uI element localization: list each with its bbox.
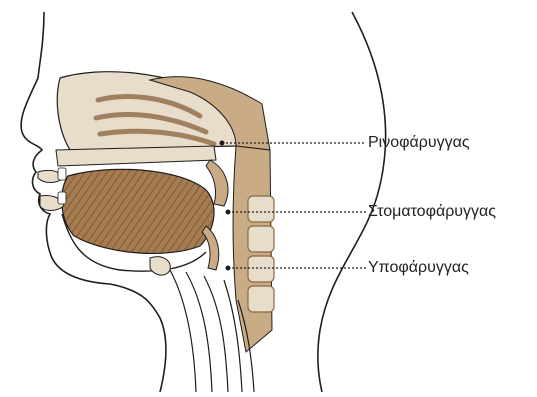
- tooth: [58, 192, 66, 204]
- oropharynx-marker: [226, 210, 231, 215]
- vertebra: [248, 226, 274, 252]
- epiglottis: [202, 226, 219, 270]
- hypopharynx-label: Υποφάρυγγας: [368, 260, 469, 276]
- nasopharynx-label: Ρινοφάρυγγας: [368, 135, 470, 151]
- hypopharynx-marker: [226, 266, 231, 271]
- vertebra: [248, 286, 274, 312]
- tongue: [62, 169, 214, 253]
- vertebra: [248, 256, 274, 282]
- larynx-outline: [170, 270, 228, 392]
- oropharynx-label: Στοματοφάρυγγας: [368, 204, 496, 220]
- tooth: [58, 168, 66, 180]
- nasopharynx-marker: [220, 141, 225, 146]
- head-back-outline: [318, 12, 386, 392]
- vertebra: [248, 196, 274, 222]
- hard-palate: [56, 146, 216, 166]
- hyoid-bone: [150, 257, 170, 275]
